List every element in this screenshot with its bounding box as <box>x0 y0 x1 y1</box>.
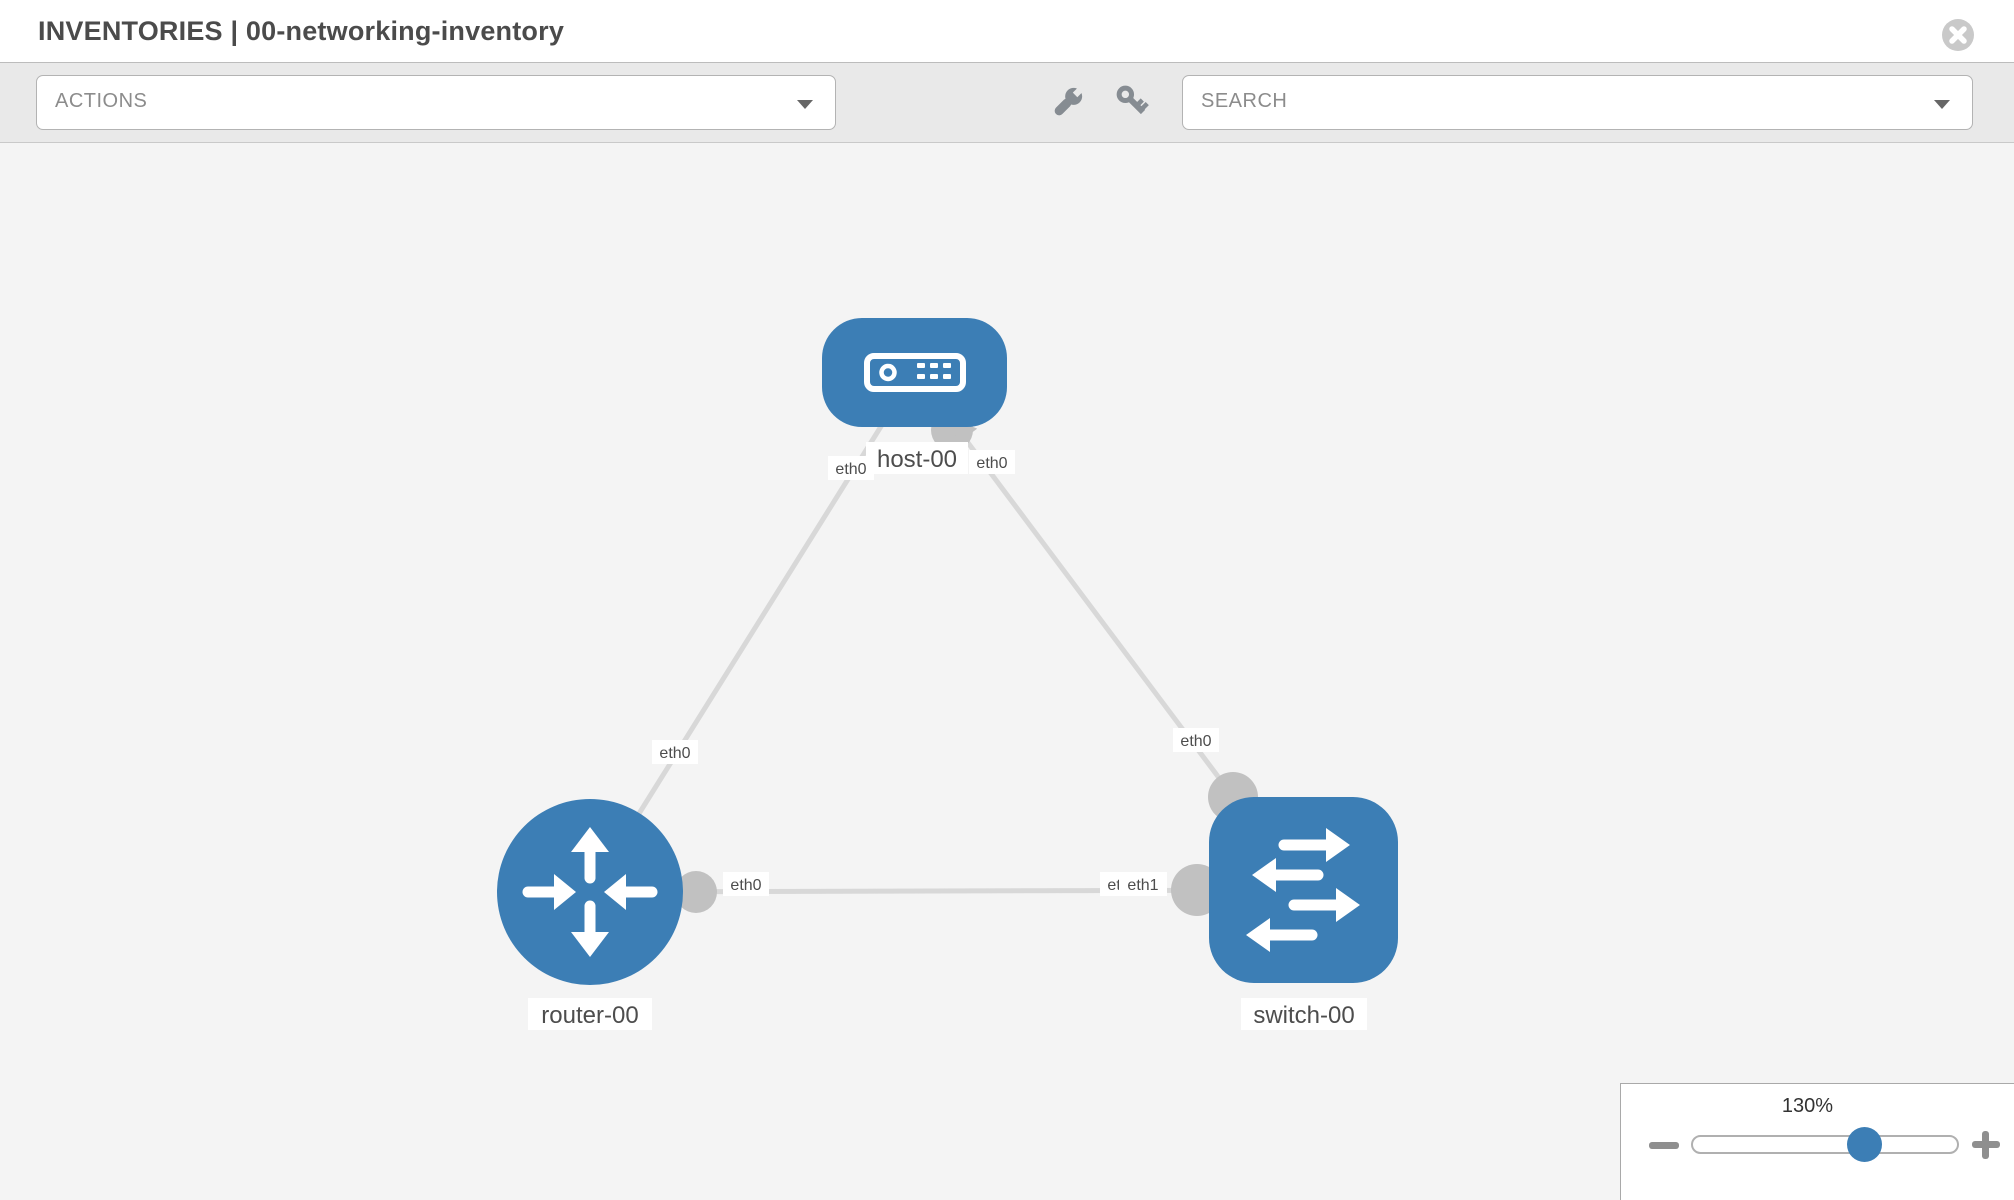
credentials-button[interactable] <box>1111 82 1155 126</box>
minus-icon <box>1649 1142 1679 1149</box>
page-title: INVENTORIES | 00-networking-inventory <box>38 16 565 46</box>
zoom-slider-knob[interactable] <box>1847 1127 1882 1162</box>
svg-text:host-00: host-00 <box>877 446 957 473</box>
svg-text:eth0: eth0 <box>835 461 866 478</box>
svg-text:eth0: eth0 <box>730 877 761 894</box>
host-icon <box>864 353 966 392</box>
interface-dot-router[interactable] <box>675 871 717 913</box>
svg-text:eth1: eth1 <box>1127 877 1158 894</box>
toolbar: ACTIONS SEARCH <box>0 62 2014 143</box>
svg-text:router-00: router-00 <box>541 1002 638 1029</box>
interface-label-switch-to-router: eth1 <box>1119 872 1167 896</box>
zoom-in-button[interactable] <box>1971 1128 2003 1160</box>
svg-text:eth0: eth0 <box>1180 733 1211 750</box>
key-icon <box>1116 85 1149 115</box>
svg-text:switch-00: switch-00 <box>1253 1002 1354 1029</box>
zoom-level-value: 130% <box>1781 1095 1834 1117</box>
node-router-00[interactable] <box>497 799 683 985</box>
node-switch-00[interactable] <box>1209 797 1398 983</box>
close-button[interactable] <box>1941 18 1975 52</box>
zoom-control-panel: 130% <box>1620 1083 2014 1200</box>
actions-dropdown-label: ACTIONS <box>55 90 148 112</box>
topology-graph: host-00 router-00 switch-00 eth0 eth0 <box>497 318 1398 1030</box>
router-icon <box>522 827 658 957</box>
interface-label-switch-to-host: eth0 <box>1173 728 1219 752</box>
wrench-icon <box>1054 85 1085 116</box>
interface-label-host-to-router: eth0 <box>828 456 874 480</box>
node-label-host-00: host-00 <box>866 442 968 474</box>
interface-label-router-to-switch: eth0 <box>723 872 769 896</box>
node-label-router-00: router-00 <box>528 998 652 1030</box>
svg-text:eth0: eth0 <box>976 455 1007 472</box>
chevron-down-icon <box>797 100 813 109</box>
search-dropdown-label: SEARCH <box>1201 90 1288 112</box>
svg-text:eth0: eth0 <box>659 745 690 762</box>
circle-x-icon <box>1942 19 1974 51</box>
node-label-switch-00: switch-00 <box>1241 998 1367 1030</box>
node-host-00[interactable] <box>822 318 1007 427</box>
interface-label-host-to-switch: eth0 <box>969 450 1015 474</box>
zoom-slider-track[interactable] <box>1691 1135 1959 1154</box>
search-dropdown[interactable]: SEARCH <box>1182 75 1973 130</box>
interface-label-router-to-host: eth0 <box>652 740 698 764</box>
configure-button[interactable] <box>1046 82 1090 126</box>
header: INVENTORIES | 00-networking-inventory <box>0 0 2014 62</box>
chevron-down-icon <box>1934 100 1950 109</box>
switch-icon <box>1246 828 1360 952</box>
actions-dropdown[interactable]: ACTIONS <box>36 75 836 130</box>
zoom-out-button[interactable] <box>1647 1132 1681 1158</box>
topology-canvas[interactable]: host-00 router-00 switch-00 eth0 eth0 <box>0 143 2014 1200</box>
